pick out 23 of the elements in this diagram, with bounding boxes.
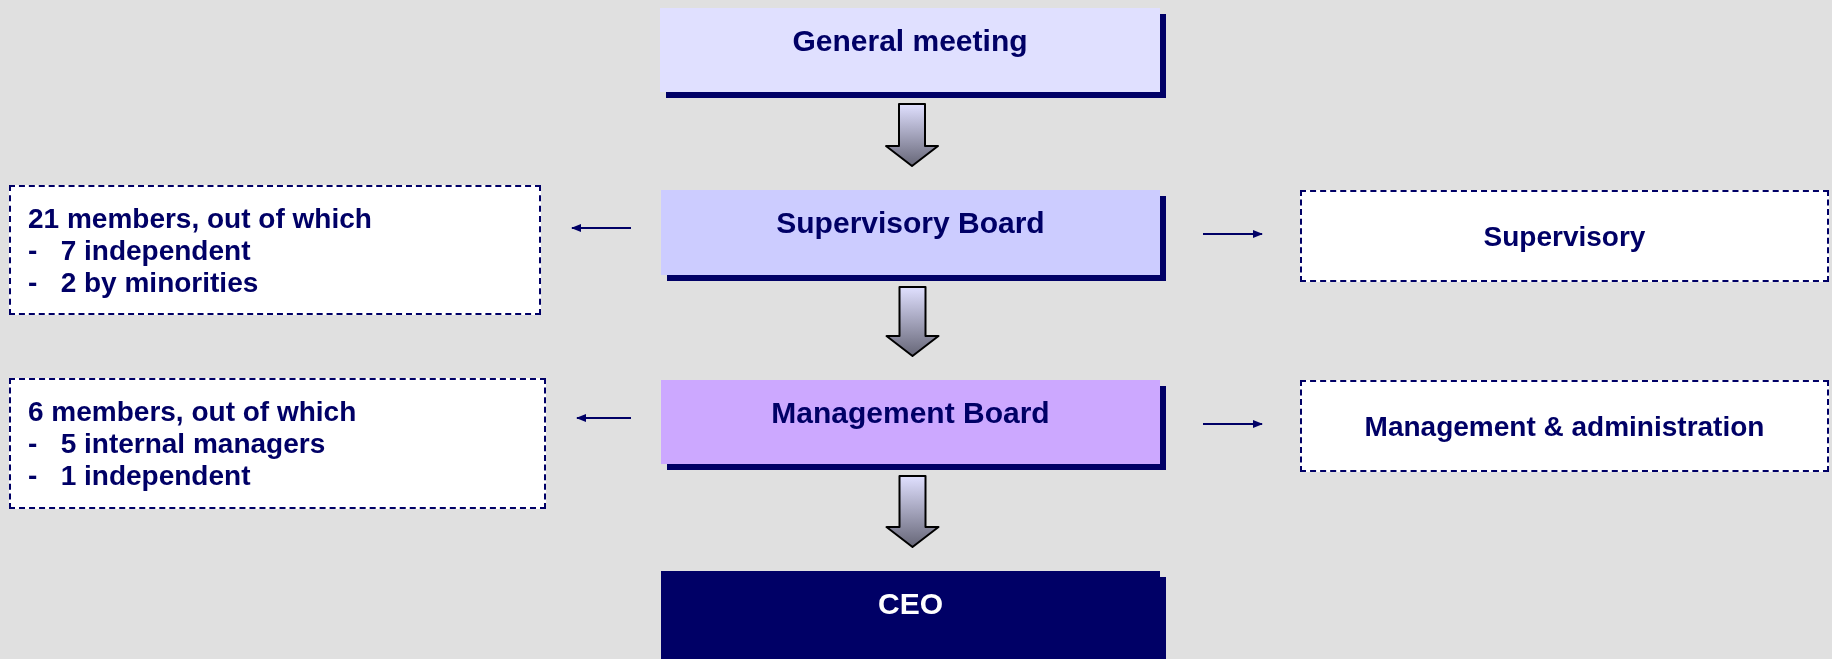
list-item: - 1 independent	[28, 460, 251, 492]
block-arrow	[885, 475, 940, 548]
arrow	[576, 414, 632, 422]
box-title: General meeting	[792, 23, 1028, 59]
role-text: Management & administration	[1364, 409, 1765, 444]
note-box	[9, 185, 541, 315]
box-title: CEO	[878, 586, 943, 622]
box-title: Management Board	[771, 395, 1050, 431]
role-box	[1300, 380, 1829, 472]
block-arrow	[885, 103, 939, 167]
role-text: Supervisory	[1483, 219, 1646, 254]
box-title: Supervisory Board	[776, 205, 1045, 241]
list-item: - 7 independent	[28, 235, 251, 267]
arrow	[1202, 230, 1263, 238]
note-heading: 21 members, out of which	[28, 203, 372, 235]
role-box	[1300, 190, 1829, 282]
list-item: - 5 internal managers	[28, 428, 326, 460]
note-box	[9, 378, 546, 509]
block-arrow	[885, 286, 940, 357]
arrow	[1202, 420, 1263, 428]
list-item: - 2 by minorities	[28, 267, 259, 299]
note-heading: 6 members, out of which	[28, 396, 357, 428]
arrow	[571, 224, 632, 232]
